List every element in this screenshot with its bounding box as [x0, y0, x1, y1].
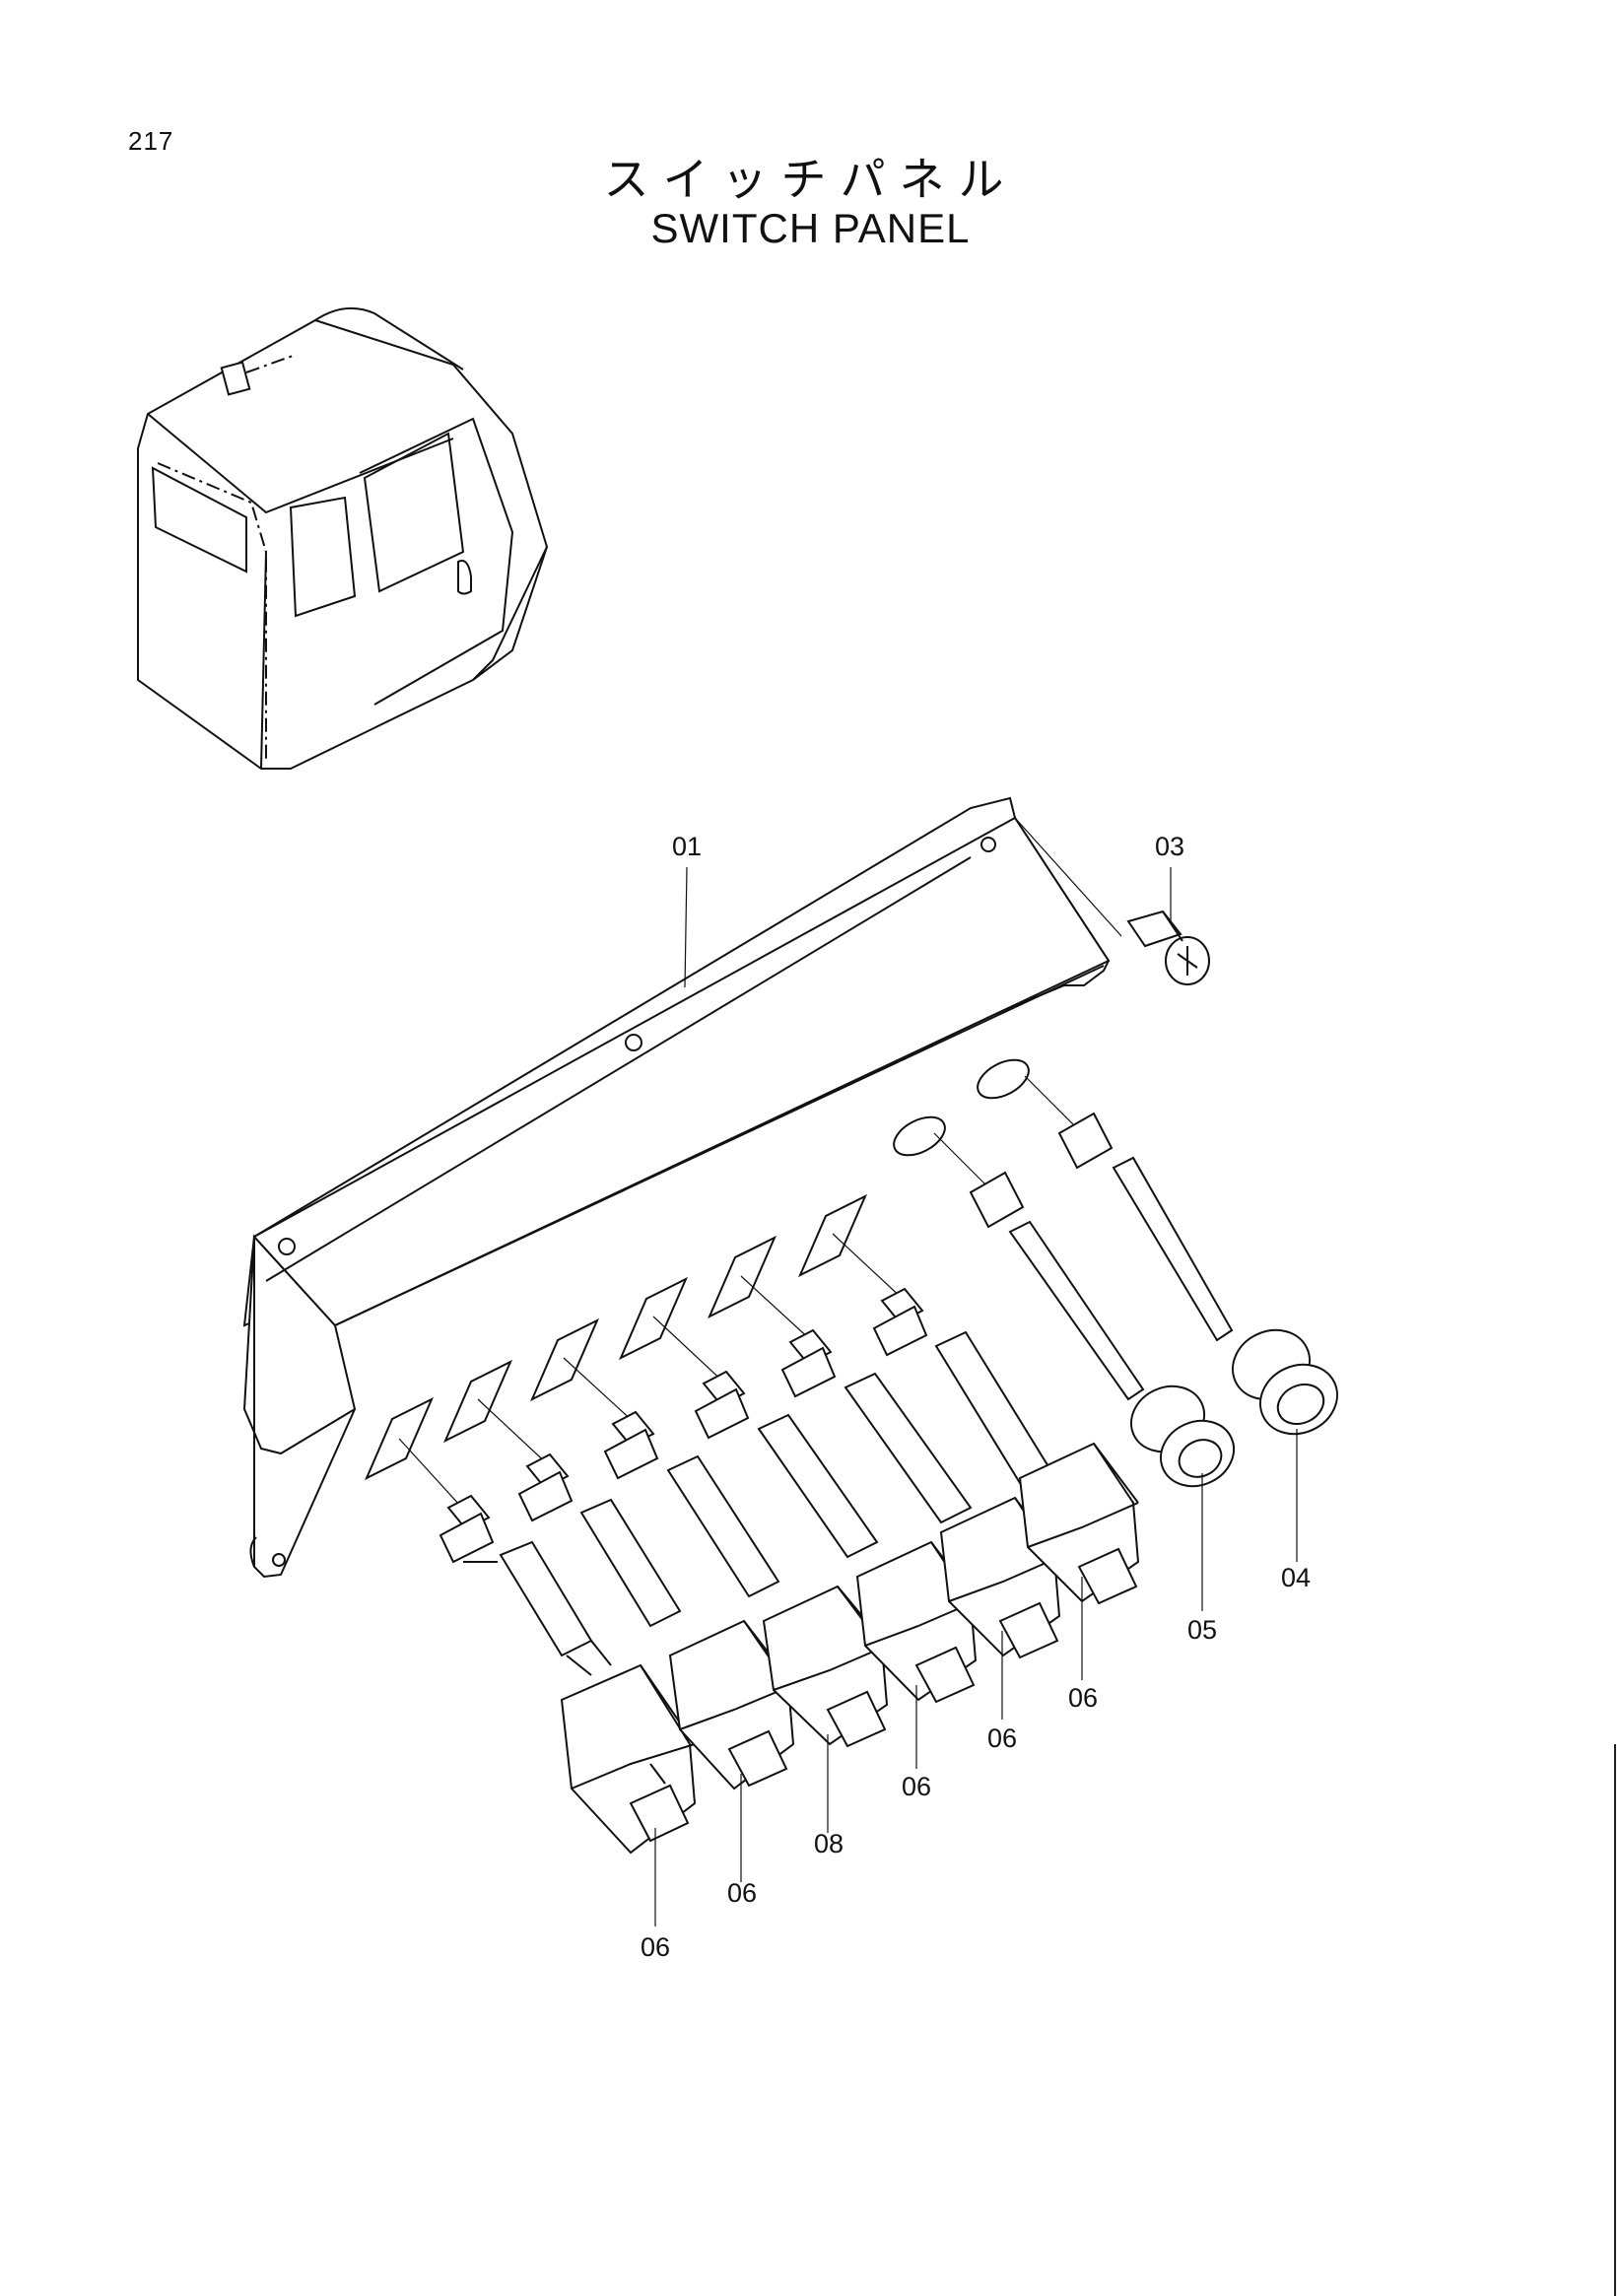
callout-01: 01: [672, 832, 702, 861]
callout-06-right: 06: [1068, 1683, 1098, 1713]
callout-03: 03: [1155, 832, 1184, 861]
callout-leaders: [654, 866, 1298, 1926]
callout-08: 08: [814, 1829, 844, 1858]
cab-locator-illustration: [137, 306, 549, 770]
title-japanese: スイッチパネル: [603, 153, 1018, 206]
callout-06-center-right: 06: [987, 1723, 1017, 1753]
callout-06-center: 06: [902, 1772, 931, 1801]
callout-04: 04: [1281, 1563, 1311, 1592]
page-edge-rule: [1614, 1744, 1616, 2296]
callout-06-left: 06: [641, 1932, 670, 1962]
title-english: SWITCH PANEL: [650, 205, 971, 251]
switch-harness-assemblies: [439, 1112, 1338, 1855]
callout-06-center-left: 06: [727, 1878, 757, 1908]
screw-03: [1126, 910, 1210, 985]
callout-labels: 01 03 04 05 06 06 06 08 06 06: [641, 832, 1311, 1962]
callout-05: 05: [1187, 1615, 1217, 1645]
page-number: 217: [128, 126, 174, 156]
switch-panel-body: [242, 796, 1122, 1579]
leader-lines: [398, 1075, 1083, 1519]
